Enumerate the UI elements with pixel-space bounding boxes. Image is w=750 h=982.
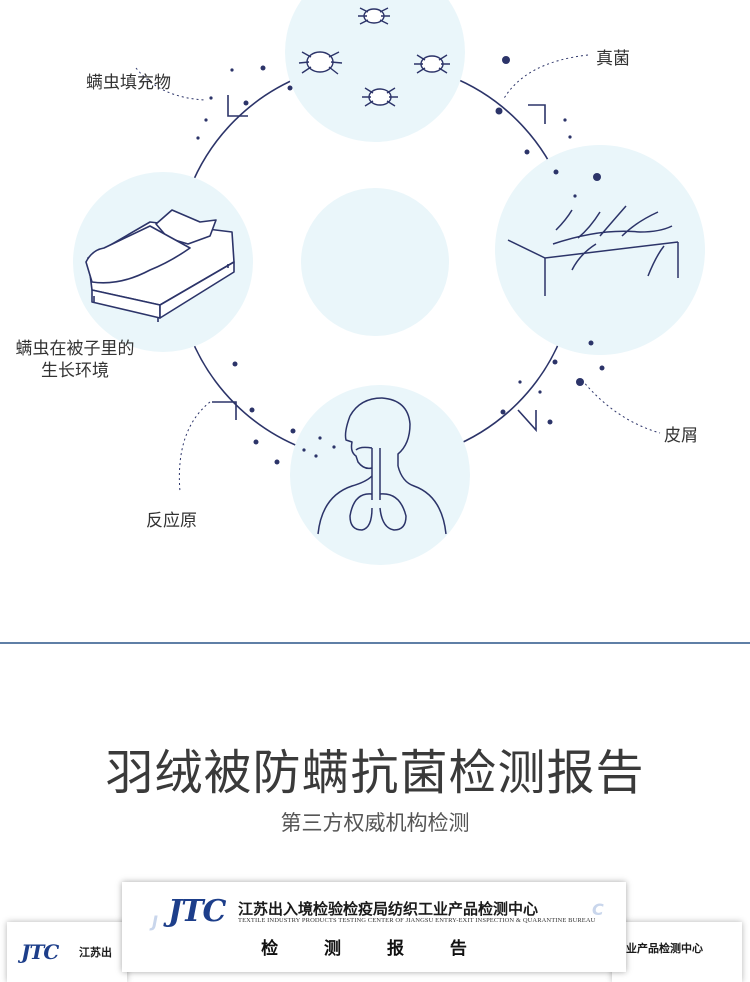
page-subtitle: 第三方权威机构检测	[280, 811, 470, 835]
mite-cycle-diagram: 螨虫填充物 真菌 螨虫在被子里的 生长环境 皮屑 反应原	[4, 0, 705, 565]
label-fungus: 真菌	[596, 49, 630, 69]
test-report-document: J C JTC 江苏出入境检验检疫局纺织工业产品检测中心 TEXTILE IND…	[122, 882, 626, 972]
label-leaders	[135, 54, 661, 493]
mite-icon	[298, 7, 450, 107]
center-circle	[301, 188, 449, 336]
human-respiratory-icon	[317, 397, 447, 535]
label-allergen: 反应原	[146, 511, 197, 531]
report-doc-title: 检 测 报 告	[261, 939, 487, 959]
label-quilt-environment-line2: 生长环境	[41, 361, 109, 381]
section-divider	[0, 642, 750, 644]
skin-fiber-icon	[507, 205, 679, 296]
page-title: 羽绒被防螨抗菌检测报告	[105, 745, 645, 801]
label-mite-filling: 螨虫填充物	[86, 73, 171, 93]
organization-name-cn: 江苏出入境检验检疫局纺织工业产品检测中心	[238, 900, 539, 918]
jtc-logo: JTC	[168, 894, 226, 929]
report-right-partial-text: 业产品检测中心	[626, 942, 703, 955]
fiber-circle	[495, 145, 705, 355]
report-left-partial-text: 江苏出	[79, 946, 112, 959]
arrow-icon	[212, 95, 546, 433]
watermark-icon: C	[592, 900, 604, 919]
report-card-right: 业产品检测中心	[612, 922, 742, 982]
label-quilt-environment: 螨虫在被子里的 生长环境	[4, 338, 146, 382]
jtc-logo-small-left: JTC	[21, 940, 59, 964]
watermark-icon: J	[152, 912, 158, 931]
bed-icon	[85, 209, 235, 322]
label-dander: 皮屑	[664, 426, 698, 446]
label-quilt-environment-line1: 螨虫在被子里的	[15, 339, 135, 359]
report-card-left: JTC 江苏出	[7, 922, 127, 982]
cycle-graphic	[73, 0, 705, 565]
organization-name-en: TEXTILE INDUSTRY PRODUCTS TESTING CENTER…	[238, 917, 596, 924]
mite-circle	[285, 0, 465, 142]
